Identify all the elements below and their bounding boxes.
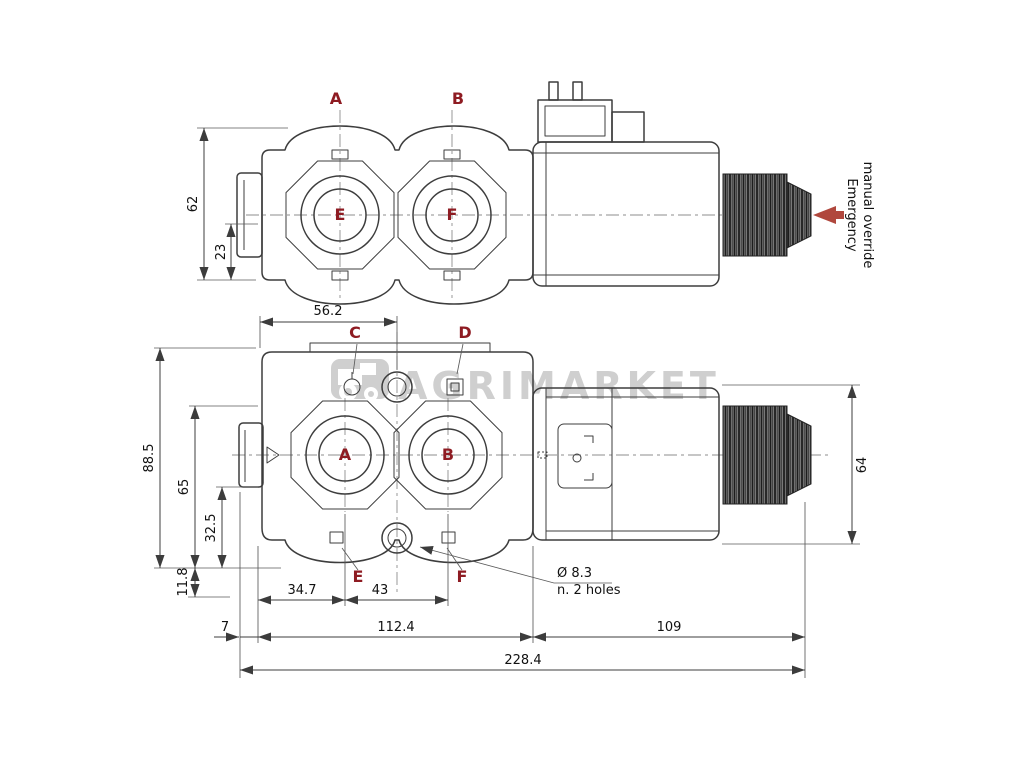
end-cap — [236, 172, 263, 258]
label-port-d: D — [458, 323, 471, 342]
connector-pin — [548, 81, 559, 101]
mounting-hole-top — [381, 371, 413, 403]
port-e — [285, 149, 395, 281]
label-port-b: B — [442, 445, 454, 464]
hole-note-leader — [419, 545, 612, 584]
port-c-feature — [343, 372, 361, 396]
emergency-note-line1: Emergency — [844, 178, 859, 252]
dim-62: 62 — [186, 196, 201, 213]
dim-88-5: 88.5 — [142, 444, 157, 473]
dim-43: 43 — [372, 583, 389, 598]
hole-note-line1: Ø 8.3 — [557, 566, 592, 581]
flow-triangle-mark — [266, 446, 280, 464]
label-port-f: F — [457, 567, 468, 586]
bottom-view: C D A B E F Ø 8.3 n. 2 holes 56.2 88.5 6… — [142, 304, 870, 678]
port-f-feature — [441, 531, 456, 544]
dim-23: 23 — [214, 244, 229, 261]
label-port-c: C — [349, 323, 361, 342]
override-tip-front — [786, 413, 812, 497]
watermark-logo-icon — [331, 359, 389, 401]
port-a — [290, 400, 400, 510]
knurled-nut-top — [722, 173, 788, 257]
dim-56-2: 56.2 — [314, 304, 343, 319]
solenoid-front — [532, 387, 720, 541]
port-f — [397, 149, 507, 281]
port-d-feature — [446, 378, 464, 396]
hole-note-line2: n. 2 holes — [557, 583, 621, 598]
dim-109: 109 — [657, 620, 682, 635]
solenoid-top — [532, 81, 720, 287]
top-view: A B E F Emergency manual override 62 — [186, 81, 875, 305]
emergency-note-line2: manual override — [860, 162, 875, 269]
mounting-hole-bottom — [381, 522, 413, 554]
dim-34-7: 34.7 — [288, 583, 317, 598]
dim-7: 7 — [221, 620, 229, 635]
connector-pin — [572, 81, 583, 101]
dim-112-4: 112.4 — [377, 620, 414, 635]
port-e-feature — [329, 531, 344, 544]
override-arrow-icon — [813, 206, 844, 224]
label-port-e: E — [353, 567, 364, 586]
label-port-b-top: B — [452, 89, 464, 108]
dim-32-5: 32.5 — [204, 514, 219, 543]
valve-body-front — [261, 351, 534, 564]
label-port-a-top: A — [330, 89, 343, 108]
label-port-a: A — [339, 445, 352, 464]
port-b — [393, 400, 503, 510]
override-tip-top — [786, 181, 812, 249]
label-port-e-top: E — [335, 205, 346, 224]
dim-11-8: 11.8 — [176, 568, 191, 597]
knurled-nut-front — [722, 405, 788, 505]
dim-64: 64 — [855, 457, 870, 474]
dim-65: 65 — [177, 479, 192, 496]
label-port-f-top: F — [447, 205, 458, 224]
dim-228-4: 228.4 — [504, 653, 541, 668]
